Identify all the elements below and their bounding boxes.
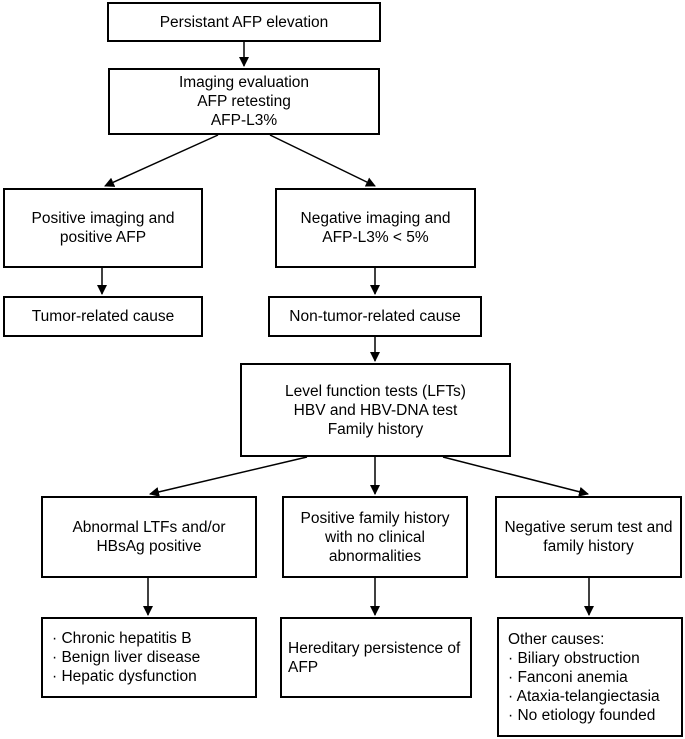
node-text-line: Positive family history xyxy=(300,509,450,527)
node-text-line: Abnormal LTFs and/or xyxy=(72,519,226,536)
arrow-eval-to-neg xyxy=(269,134,376,187)
node-text-line: Tumor-related cause xyxy=(31,308,175,325)
list-item: · Ataxia-telangiectasia xyxy=(508,687,660,705)
list-item: · Benign liver disease xyxy=(52,649,201,666)
node-text-line: Hereditary persistence of xyxy=(288,639,461,657)
node-text-line: Persistant AFP elevation xyxy=(159,13,329,31)
list-item: · Fanconi anemia xyxy=(508,668,628,686)
node-text-line: abnormalities xyxy=(328,547,422,565)
node-text-line: Family history xyxy=(327,420,424,438)
node-tumor-related-cause: Tumor-related cause xyxy=(3,296,203,337)
node-text-line: AFP xyxy=(288,658,319,676)
list-item: · Chronic hepatitis B xyxy=(52,630,192,647)
node-text-line: Positive imaging and xyxy=(31,210,175,227)
node-positive-family-history: Positive family history with no clinical… xyxy=(282,496,468,578)
node-text-line: Level function tests (LFTs) xyxy=(285,382,466,400)
node-non-tumor-related-cause: Non-tumor-related cause xyxy=(268,296,482,337)
node-positive-imaging: Positive imaging and positive AFP xyxy=(3,188,203,268)
node-text-line: AFP-L3% < 5% xyxy=(322,229,429,246)
list-item: · Biliary obstruction xyxy=(508,649,640,667)
arrow-eval-to-pos xyxy=(104,134,219,187)
arrow-lft-to-abn xyxy=(149,456,308,497)
node-imaging-evaluation: Imaging evaluation AFP retesting AFP-L3% xyxy=(108,68,380,135)
node-text-line: Negative imaging and xyxy=(300,210,451,227)
list-heading: Other causes: xyxy=(508,630,605,648)
node-negative-imaging: Negative imaging and AFP-L3% < 5% xyxy=(275,188,476,268)
node-abnormal-lfts: Abnormal LTFs and/or HBsAg positive xyxy=(41,496,257,578)
node-hereditary-persistence: Hereditary persistence of AFP xyxy=(280,617,472,698)
node-text-line: Non-tumor-related cause xyxy=(289,308,461,325)
list-item: · No etiology founded xyxy=(508,706,656,724)
node-level-function-tests: Level function tests (LFTs) HBV and HBV-… xyxy=(240,363,511,457)
node-negative-serum-test: Negative serum test and family history xyxy=(495,496,682,578)
node-text-line: AFP-L3% xyxy=(210,112,278,129)
node-text-line: AFP retesting xyxy=(197,93,291,110)
node-persistent-afp-elevation: Persistant AFP elevation xyxy=(107,2,381,42)
node-chronic-hepatitis-list: · Chronic hepatitis B · Benign liver dis… xyxy=(41,617,257,698)
node-text-line: HBsAg positive xyxy=(96,538,202,555)
node-other-causes-list: Other causes: · Biliary obstruction · Fa… xyxy=(497,617,683,737)
node-text-line: Imaging evaluation xyxy=(178,74,310,91)
node-text-line: Negative serum test and xyxy=(504,519,673,536)
node-text-line: positive AFP xyxy=(59,229,147,246)
node-text-line: with no clinical xyxy=(325,528,425,546)
arrow-lft-to-negserum xyxy=(442,456,589,497)
node-text-line: family history xyxy=(543,538,634,555)
list-item: · Hepatic dysfunction xyxy=(52,668,197,685)
node-text-line: HBV and HBV-DNA test xyxy=(293,401,458,419)
